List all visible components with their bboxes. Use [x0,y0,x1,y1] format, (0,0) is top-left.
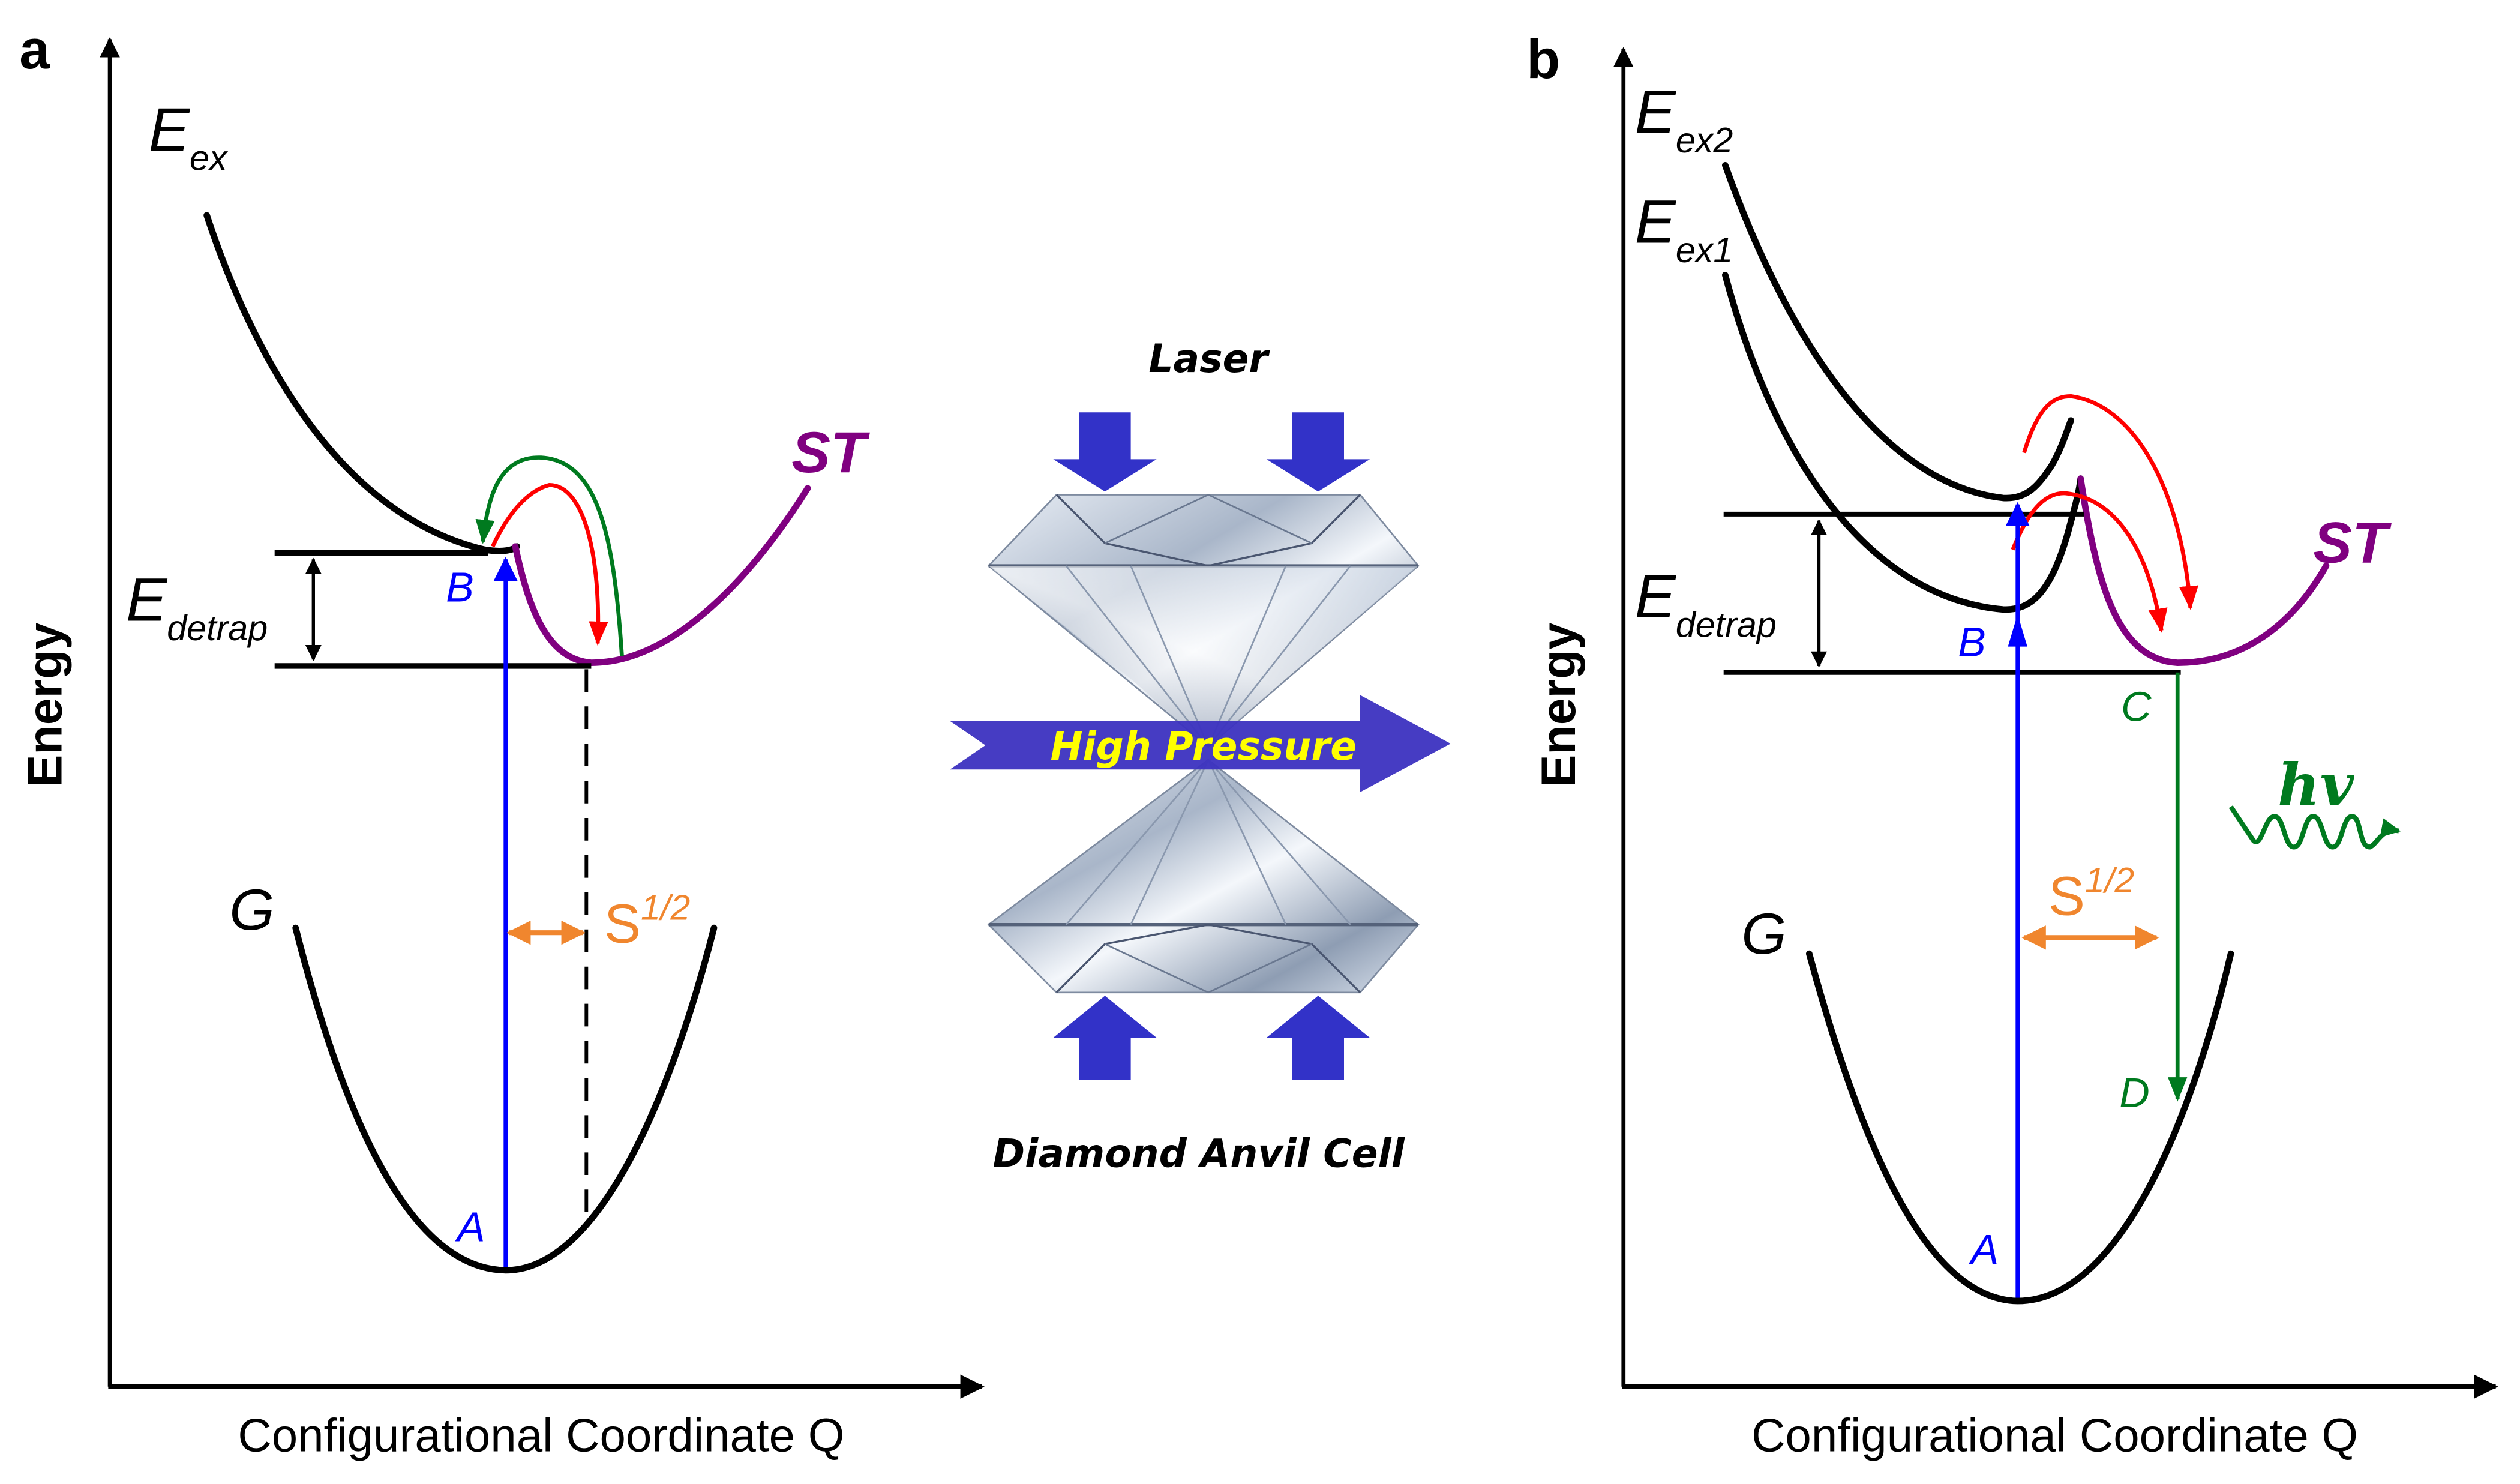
excited-state-label: Eex [149,95,229,178]
excited-state-1-label: Eex1 [1635,187,1733,270]
self-trapped-curve [512,485,811,666]
red-trapping-arrow [491,483,608,646]
red-trapping-arrow-upper [2022,394,2198,611]
panel-a: a Energy Configurational Coordinate Q Ee… [18,19,985,1461]
diamond-anvil-cell-label: Diamond Anvil Cell [993,1132,1405,1177]
detrap-energy-label: Edetrap [1635,562,1777,644]
huang-rhys-label: S1/2 [2048,860,2134,927]
red-trapping-arrow-lower [2011,491,2168,633]
x-axis-label: Configurational Coordinate Q [238,1408,844,1461]
self-trapped-label: ST [2313,510,2392,575]
excited-state-curve [203,212,520,554]
detrap-energy-label: Edetrap [126,565,268,648]
photon-wave-icon [2228,805,2401,850]
green-back-transfer-arrow [475,455,624,657]
ground-state-label: G [1741,901,1786,966]
laser-label: Laser [1148,337,1270,382]
self-trapped-label: ST [791,419,871,485]
lower-diamond-icon [987,757,1420,994]
high-pressure-arrow [950,695,1451,792]
ground-state-label: G [229,877,274,942]
point-b-label: B [1958,619,1986,665]
excited-state-1-curve [1722,272,2084,613]
laser-arrow-left-icon [1053,412,1157,492]
self-trapped-curve [2077,475,2330,666]
x-axis-label: Configurational Coordinate Q [1751,1408,2358,1461]
y-axis-label: Energy [18,623,72,787]
point-b-label: B [446,563,474,610]
point-c-label: C [2121,683,2152,730]
panel-label-a: a [19,19,50,80]
pressure-arrow-left-icon [1053,996,1157,1080]
point-a-label: A [1969,1226,1999,1273]
high-pressure-label: High Pressure [1050,724,1357,769]
upper-diamond-icon [987,494,1420,749]
point-a-label: A [455,1203,485,1250]
huang-rhys-label: S1/2 [604,888,690,955]
panel-b: b Energy Configurational Coordinate Q Ee… [1526,29,2498,1461]
excitation-arrow-mid-head-icon [2008,614,2027,647]
point-d-label: D [2119,1069,2150,1116]
diamond-anvil-cell-illustration: Laser High Pressure Diamond Anvil Cell [950,337,1451,1177]
pressure-arrow-right-icon [1266,996,1370,1080]
excited-state-2-curve [1722,161,2074,502]
excited-state-2-label: Eex2 [1635,77,1733,160]
photon-energy-label: hv [2278,751,2354,819]
ground-state-curve [1806,950,2234,1305]
ground-state-curve [292,924,718,1274]
y-axis-label: Energy [1532,623,1586,787]
panel-label-b: b [1526,29,1560,90]
laser-arrow-right-icon [1266,412,1370,492]
